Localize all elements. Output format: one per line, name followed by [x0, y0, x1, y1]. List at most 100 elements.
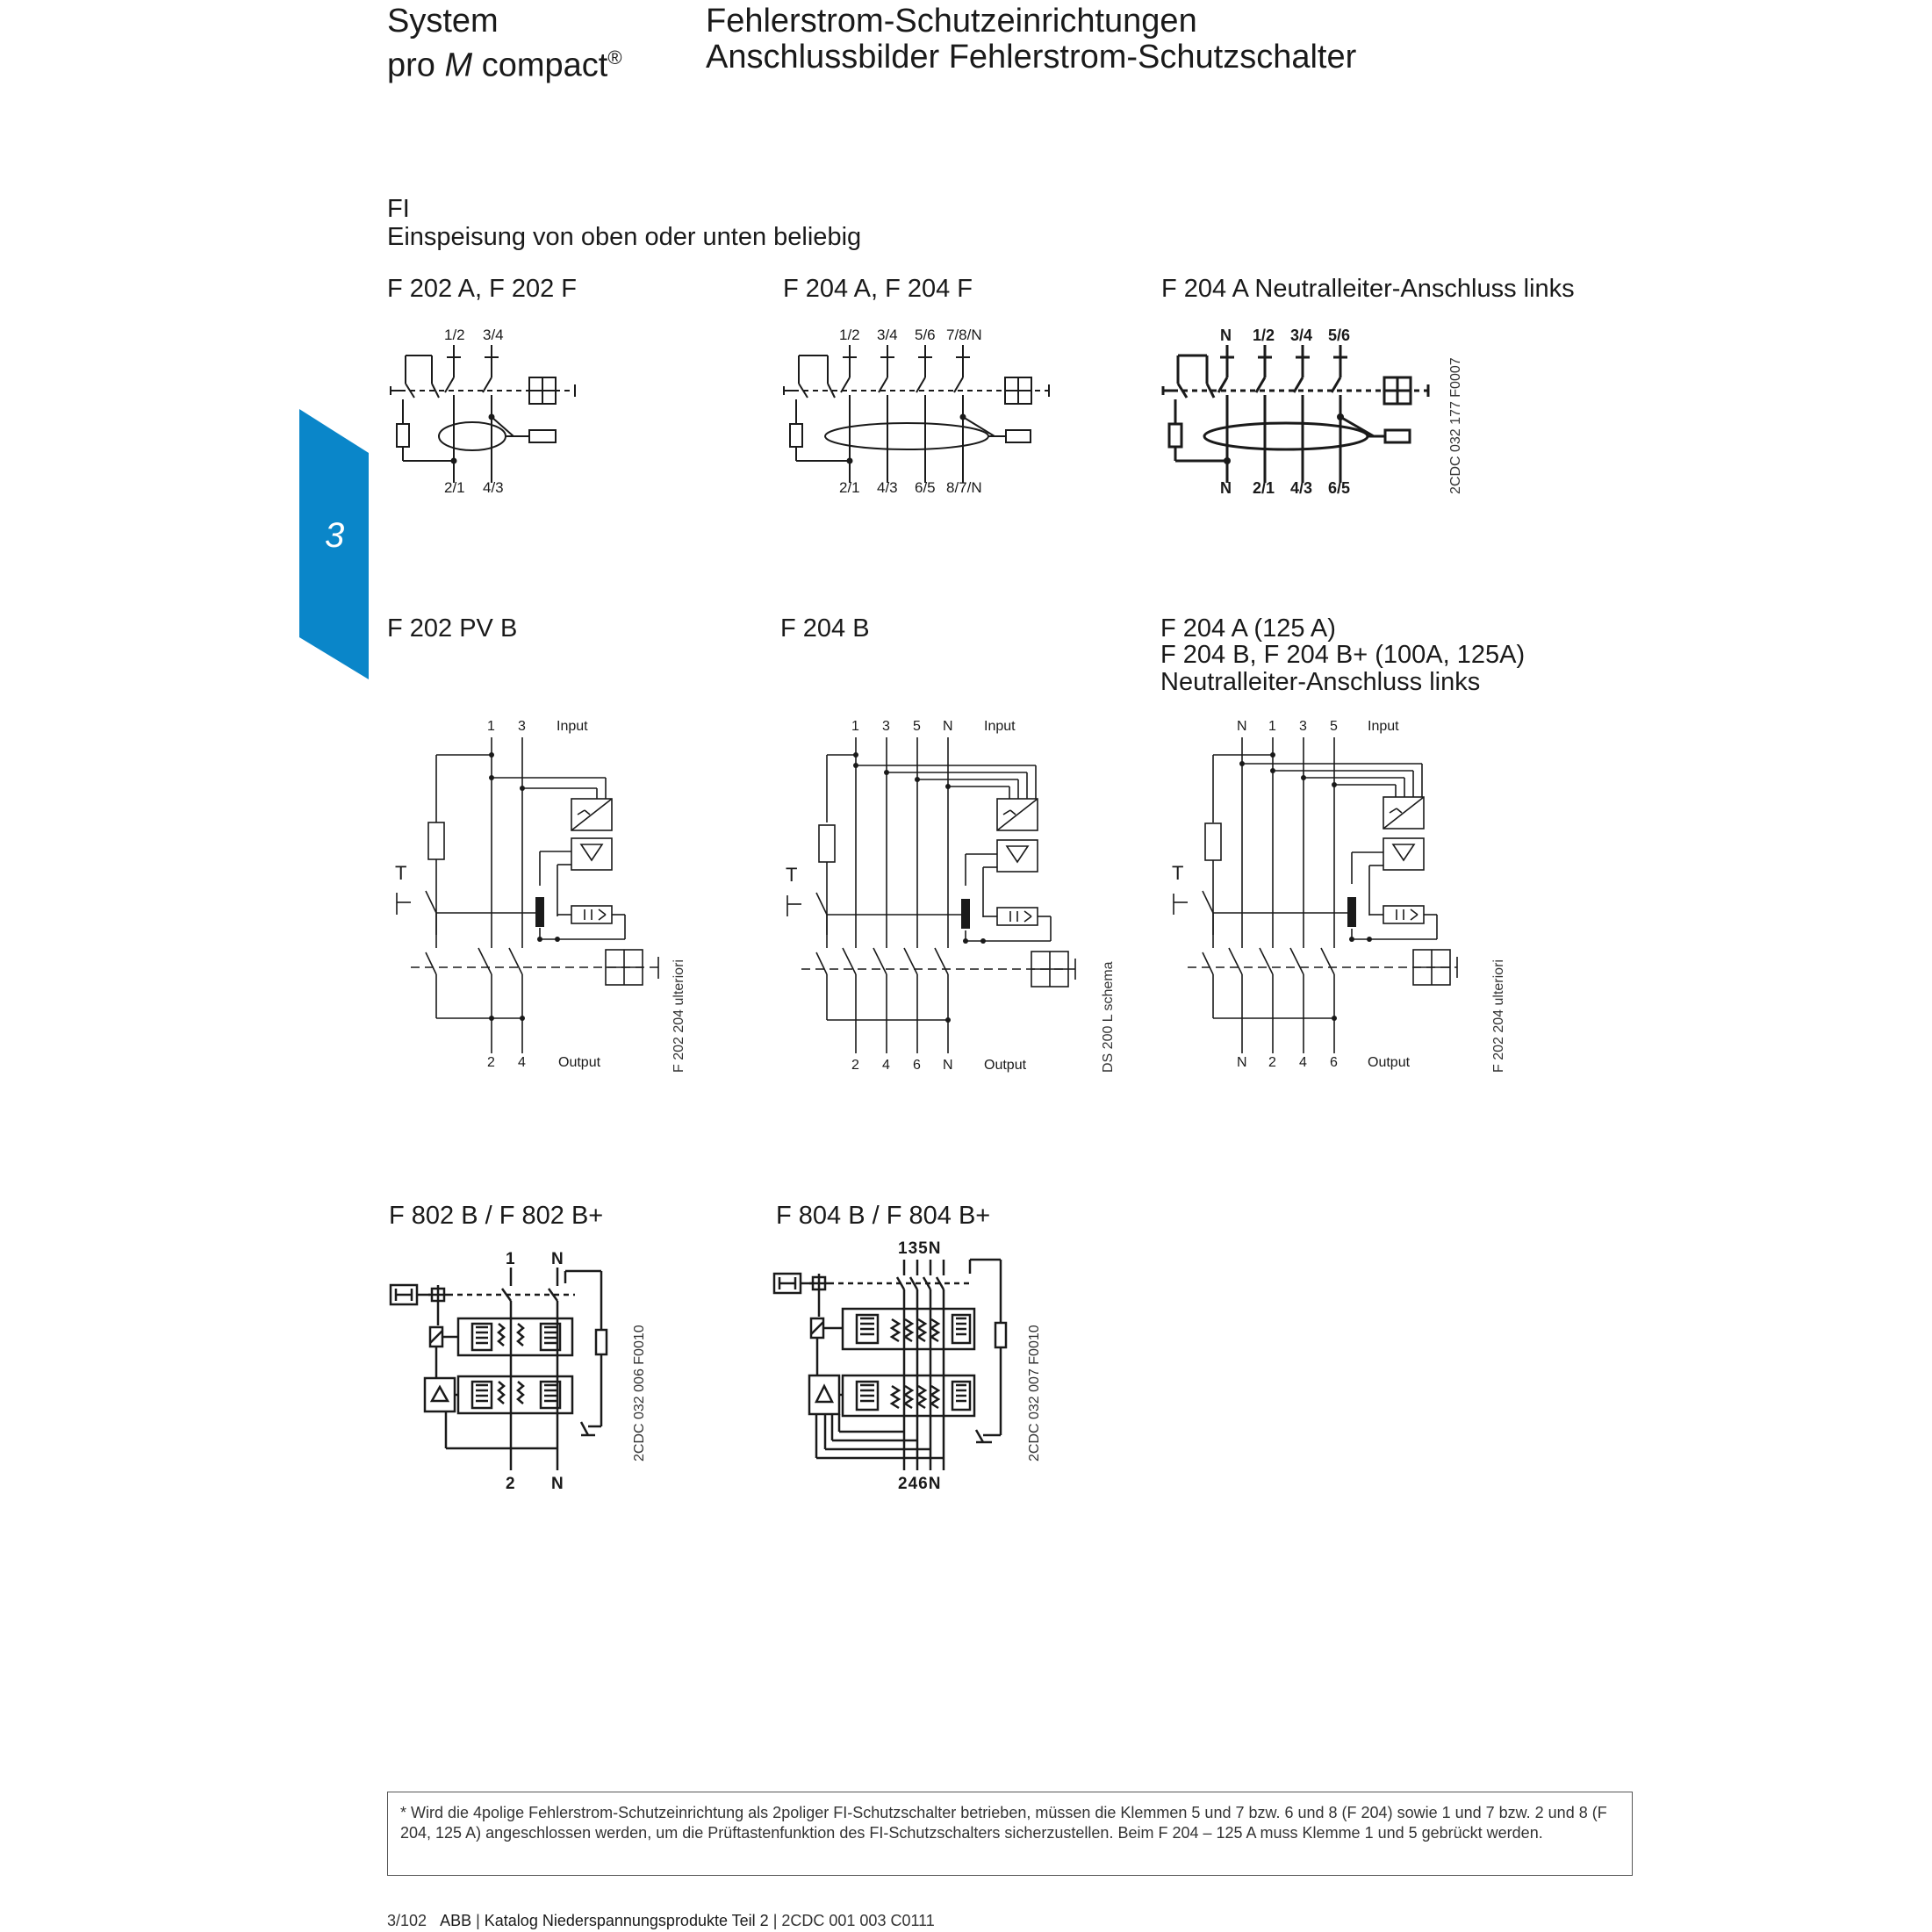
circuit-line [916, 1318, 928, 1343]
footer-doc-id: 2CDC 001 003 C0111 [781, 1912, 935, 1929]
circuit-line [539, 1380, 562, 1410]
circuit-line [1224, 457, 1231, 464]
terminal-label: 5 [913, 719, 921, 734]
circuit-line [429, 1330, 443, 1344]
circuit-line [584, 809, 591, 815]
circuit-line [425, 952, 437, 975]
wiring-diagram-f204b: 1 3 5 N Input 2 4 6 N Output T [786, 719, 1076, 1073]
section-subtitle: Einspeisung von oben oder unten beliebig [387, 223, 862, 251]
circuit-line [772, 1258, 1008, 1470]
circuit-line [842, 947, 857, 975]
diagram-title-f202a: F 202 A, F 202 F [387, 275, 577, 303]
circuit-line [489, 775, 494, 780]
circuit-line [929, 1384, 941, 1410]
test-button-label: T [786, 864, 797, 886]
chapter-tab [299, 409, 369, 679]
terminal-label: 3 [882, 719, 890, 734]
circuit-line [889, 1318, 901, 1343]
terminal-label: N [551, 1250, 564, 1268]
circuit-line [846, 457, 853, 464]
circuit-line [996, 798, 1038, 831]
input-label: Input [984, 719, 1016, 734]
wiring-diagram-f804b: 135N 246N [772, 1239, 1008, 1493]
circuit-line [429, 1384, 450, 1403]
circuit-line [423, 1376, 456, 1413]
circuit-line [535, 897, 544, 927]
circuit-line [855, 1313, 880, 1345]
drawing-code: 2CDC 032 006 F0010 [632, 1325, 647, 1462]
output-label: Output [984, 1058, 1027, 1073]
circuit-line [827, 383, 836, 399]
circuit-line [389, 1268, 608, 1470]
page-footer: 3/102 ABB | Katalog Niederspannungsprodu… [387, 1912, 935, 1929]
input-label: Input [1368, 719, 1399, 734]
circuit-line [815, 952, 828, 975]
section-title: FI [387, 195, 410, 223]
terminal-label: 3 [1299, 719, 1307, 734]
circuit-line [579, 844, 604, 862]
test-button-label: T [1172, 862, 1183, 884]
diagram-title-f204a125-line2: F 204 B, F 204 B+ (100A, 125A) [1160, 641, 1526, 669]
diagram-title-f204b: F 204 B [780, 614, 870, 643]
circuit-line [1203, 421, 1369, 451]
circuit-line [1289, 947, 1304, 975]
terminal-label: 4 [518, 1055, 526, 1070]
terminal-label: 1/2 [1253, 327, 1275, 344]
circuit-line [1202, 952, 1214, 975]
circuit-line [902, 1384, 915, 1410]
wiring-diagram-f202pvb: 1 3 Input 2 4 Output T [395, 719, 659, 1070]
terminal-label: 1 [1268, 719, 1276, 734]
circuit-line [571, 798, 613, 831]
terminal-label: N [551, 1475, 564, 1493]
circuit-line [902, 1318, 915, 1343]
circuit-line [996, 839, 1038, 873]
circuit-line [1009, 809, 1016, 815]
circuit-line [1254, 377, 1267, 393]
circuit-line [438, 421, 506, 451]
circuit-line [489, 1016, 494, 1021]
header-system: System [387, 3, 499, 40]
circuit-line [1332, 782, 1337, 787]
diagram-title-f802b: F 802 B / F 802 B+ [389, 1202, 604, 1230]
circuit-line [873, 947, 887, 975]
circuit-line [1339, 415, 1375, 438]
circuit-line [1005, 845, 1030, 864]
circuit-line [1292, 377, 1304, 393]
circuit-line [1320, 947, 1335, 975]
footnote-text: * Wird die 4polige Fehlerstrom-Schutzein… [400, 1804, 1607, 1842]
circuit-line [1396, 808, 1403, 814]
circuit-line [951, 1380, 972, 1411]
wiring-diagram-f204a125-neutral-left: N 1 3 5 Input N 2 4 6 Output T [1172, 719, 1458, 1070]
circuit-line [1259, 947, 1274, 975]
circuit-line [1337, 413, 1344, 420]
terminal-label: 6/5 [915, 479, 936, 496]
circuit-line [1270, 752, 1275, 758]
circuit-line [878, 377, 888, 393]
terminal-label: 6/5 [1328, 479, 1350, 497]
circuit-line [1023, 910, 1032, 917]
circuit-line [450, 457, 457, 464]
circuit-line [915, 777, 920, 782]
terminal-label: 3 [518, 719, 526, 734]
circuit-line [961, 899, 970, 929]
circuit-line [444, 377, 455, 393]
circuit-line [598, 914, 607, 921]
terminal-label: 246N [898, 1475, 941, 1493]
circuit-line [789, 423, 803, 448]
circuit-line [963, 938, 968, 944]
circuit-line [903, 947, 918, 975]
circuit-line [980, 938, 986, 944]
circuit-line [884, 770, 889, 775]
circuit-line [895, 1276, 906, 1290]
circuit-line [488, 413, 495, 420]
wiring-diagram-f204a: 1/2 3/4 5/6 7/8/N 2/1 4/3 6/5 8/7/N [783, 327, 1050, 496]
drawing-code: F 202 204 ulteriori [1491, 959, 1506, 1073]
circuit-line [922, 1276, 932, 1290]
circuit-line [555, 937, 560, 942]
diagram-title-f202pvb: F 202 PV B [387, 614, 518, 643]
circuit-line [994, 1321, 1008, 1349]
circuit-line [470, 1322, 493, 1352]
circuit-line [1330, 377, 1342, 393]
circuit-line [390, 345, 576, 483]
footer-catalog: Katalog Niederspannungsprodukte Teil 2 [484, 1912, 769, 1929]
